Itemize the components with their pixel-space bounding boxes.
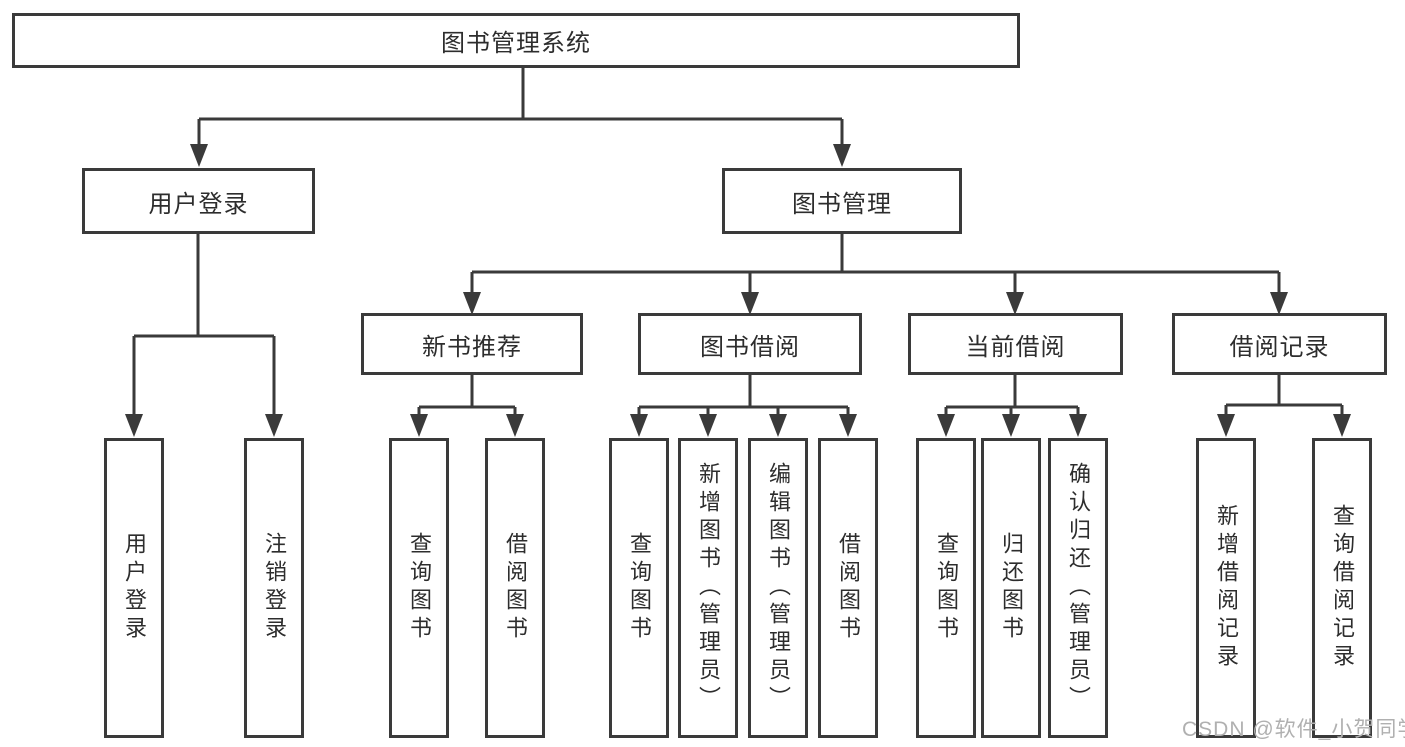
connector-current-to-leaves [944,375,1080,416]
leaf-add-borrow-record: 新增借阅记录 [1196,438,1256,738]
leaf-query-books-borrow: 查询图书 [609,438,669,738]
leaf-borrow-books-newrec-label: 借阅图书 [503,532,528,644]
arrow-down-icon [937,414,955,437]
arrow-down-icon [630,414,648,437]
arrow-down-icon [1006,292,1024,315]
leaf-add-books-admin: 新增图书（管理员） [678,438,738,738]
leaf-logout-login-label: 注销登录 [262,532,287,644]
arrow-down-icon [699,414,717,437]
node-current-borrow: 当前借阅 [908,313,1123,375]
arrow-down-icon [125,414,143,437]
watermark: CSDN @软件_小贺同学 [1182,718,1405,741]
node-user-login: 用户登录 [82,168,315,234]
arrow-down-icon [833,144,851,167]
leaf-return-books-label: 归还图书 [999,532,1024,644]
arrow-down-icon [1069,414,1087,437]
arrow-down-icon [410,414,428,437]
leaf-edit-books-admin-label: 编辑图书（管理员） [766,462,791,714]
leaf-borrow-books-borrow: 借阅图书 [818,438,878,738]
connector-bookmgmt-to-level2 [470,234,1281,294]
connector-root-to-level1 [197,68,844,146]
leaf-return-books: 归还图书 [981,438,1041,738]
connector-newbook-to-leaves [417,375,517,416]
leaf-add-books-admin-label: 新增图书（管理员） [696,462,721,714]
arrow-down-icon [1333,414,1351,437]
connector-records-to-leaves [1224,375,1344,416]
leaf-query-borrow-record-label: 查询借阅记录 [1330,504,1355,672]
leaf-user-login-label: 用户登录 [122,532,147,644]
leaf-query-books-current: 查询图书 [916,438,976,738]
node-borrow-records-label: 借阅记录 [1229,333,1330,361]
arrow-down-icon [769,414,787,437]
arrow-down-icon [1217,414,1235,437]
leaf-confirm-return-admin: 确认归还（管理员） [1048,438,1108,738]
node-book-borrow: 图书借阅 [638,313,862,375]
node-new-book-recommend-label: 新书推荐 [422,333,522,361]
connector-borrow-to-leaves [637,375,850,416]
leaf-query-books-newrec: 查询图书 [389,438,449,738]
leaf-query-books-borrow-label: 查询图书 [627,532,652,644]
leaf-query-borrow-record: 查询借阅记录 [1312,438,1372,738]
node-borrow-records: 借阅记录 [1172,313,1387,375]
node-new-book-recommend: 新书推荐 [361,313,583,375]
arrow-down-icon [463,292,481,315]
connector-userlogin-to-leaves [132,234,276,416]
node-root-label: 图书管理系统 [441,30,591,57]
leaf-add-borrow-record-label: 新增借阅记录 [1214,504,1239,672]
leaf-confirm-return-admin-label: 确认归还（管理员） [1066,462,1091,714]
node-user-login-label: 用户登录 [148,190,249,218]
node-current-borrow-label: 当前借阅 [965,333,1066,361]
leaf-query-books-newrec-label: 查询图书 [407,532,432,644]
arrow-down-icon [190,144,208,167]
arrow-down-icon [1002,414,1020,437]
leaf-logout-login: 注销登录 [244,438,304,738]
leaf-borrow-books-borrow-label: 借阅图书 [836,532,861,644]
node-book-management-label: 图书管理 [792,190,892,218]
arrow-down-icon [741,292,759,315]
node-book-management: 图书管理 [722,168,962,234]
arrow-down-icon [506,414,524,437]
leaf-borrow-books-newrec: 借阅图书 [485,438,545,738]
arrow-down-icon [265,414,283,437]
arrow-down-icon [839,414,857,437]
leaf-query-books-current-label: 查询图书 [934,532,959,644]
arrow-down-icon [1270,292,1288,315]
leaf-user-login: 用户登录 [104,438,164,738]
node-book-borrow-label: 图书借阅 [700,333,800,361]
leaf-edit-books-admin: 编辑图书（管理员） [748,438,808,738]
node-root: 图书管理系统 [12,13,1020,68]
